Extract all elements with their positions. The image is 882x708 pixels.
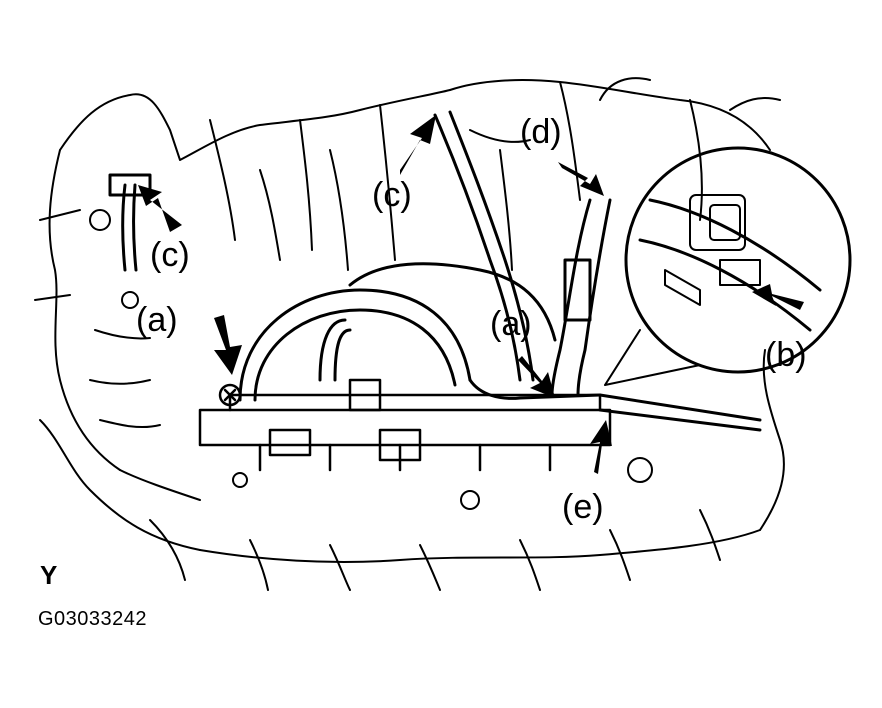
callout-e: (e) bbox=[562, 488, 604, 526]
arrow-a-right bbox=[518, 356, 555, 398]
arrow-c-left bbox=[138, 185, 182, 232]
callout-b: (b) bbox=[765, 336, 807, 374]
engine-outline bbox=[34, 77, 785, 591]
hoses bbox=[238, 262, 602, 402]
callout-c-center: (c) bbox=[372, 176, 412, 214]
arrow-b bbox=[752, 284, 804, 310]
detail-circle bbox=[604, 146, 852, 386]
fuel-hose-right bbox=[550, 198, 762, 432]
callout-d: (d) bbox=[520, 113, 562, 151]
arrow-a-left bbox=[214, 315, 242, 375]
vapor-hose-center bbox=[433, 110, 535, 382]
view-mark: Y bbox=[40, 560, 58, 590]
callout-a-right: (a) bbox=[490, 305, 532, 343]
arrow-e bbox=[590, 420, 612, 474]
figure-id: G03033242 bbox=[38, 608, 148, 630]
callout-c-left: (c) bbox=[150, 236, 190, 274]
callout-arrows bbox=[138, 115, 804, 474]
callout-a-left: (a) bbox=[136, 301, 178, 339]
arrow-d bbox=[558, 162, 604, 196]
arrow-c-center bbox=[400, 115, 436, 175]
